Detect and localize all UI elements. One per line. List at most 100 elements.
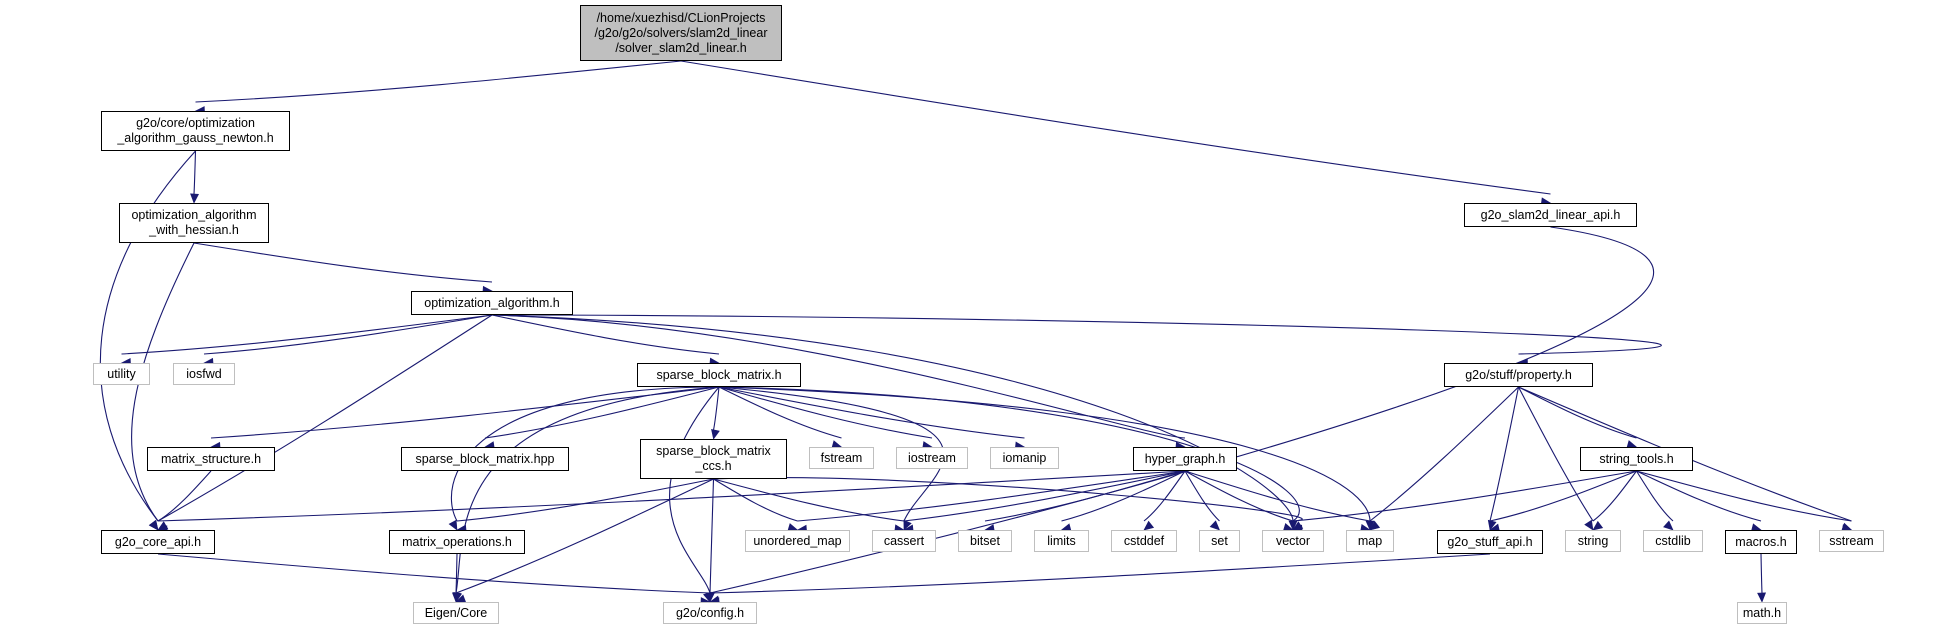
- node-label: g2o/stuff/property.h: [1465, 367, 1572, 382]
- node-cstddef[interactable]: cstddef: [1111, 530, 1177, 552]
- edge-stringtools-to-sstream: [1636, 470, 1852, 522]
- edge-oa-to-sbm: [491, 314, 720, 355]
- node-solver-slam2d-linear-h: /home/xuezhisd/CLionProjects /g2o/g2o/so…: [580, 5, 782, 61]
- node-sparse-block-matrix-ccs-h[interactable]: sparse_block_matrix _ccs.h: [640, 439, 787, 479]
- edge-sbmccs-to-config: [709, 478, 715, 594]
- edge-hg-to-set: [1184, 470, 1220, 522]
- node-hyper-graph-h[interactable]: hyper_graph.h: [1133, 447, 1237, 471]
- edge-stringtools-to-stuffapi: [1489, 470, 1637, 522]
- node-label: /home/xuezhisd/CLionProjects /g2o/g2o/so…: [594, 10, 768, 55]
- edge-hg-to-umap: [797, 470, 1186, 522]
- node-label: iomanip: [1002, 450, 1047, 465]
- edge-root-to-gn: [195, 60, 682, 103]
- node-g2o-slam2d-linear-api-h[interactable]: g2o_slam2d_linear_api.h: [1464, 203, 1637, 227]
- arrowhead-sbm-to-cassert: [903, 519, 912, 531]
- node-matrix-structure-h[interactable]: matrix_structure.h: [147, 447, 275, 471]
- node-math-h[interactable]: math.h: [1737, 602, 1787, 624]
- edge-slam2dapi-to-config: [709, 226, 1655, 594]
- node-sparse-block-matrix-h[interactable]: sparse_block_matrix.h: [637, 363, 801, 387]
- edge-mo-to-eigen: [455, 553, 458, 594]
- node-label: set: [1211, 533, 1228, 548]
- node-label: utility: [107, 366, 136, 381]
- node-label: bitset: [970, 533, 1000, 548]
- node-label: math.h: [1742, 605, 1782, 620]
- node-fstream[interactable]: fstream: [809, 447, 874, 469]
- node-label: limits: [1047, 533, 1076, 548]
- edge-property-to-stringtools: [1518, 386, 1637, 439]
- edge-hg-to-cstddef: [1143, 470, 1186, 522]
- node-iomanip[interactable]: iomanip: [990, 447, 1059, 469]
- edge-sbmccs-to-vector: [713, 477, 1303, 522]
- node-label: optimization_algorithm.h: [424, 295, 560, 310]
- node-string-tools-h[interactable]: string_tools.h: [1580, 447, 1693, 471]
- edge-macros-to-mathh: [1760, 553, 1763, 594]
- node-set[interactable]: set: [1199, 530, 1240, 552]
- node-iosfwd[interactable]: iosfwd: [173, 363, 235, 385]
- node-cstdlib[interactable]: cstdlib: [1643, 530, 1703, 552]
- node-label: matrix_structure.h: [160, 451, 262, 466]
- arrowhead-property-to-stuffapi: [1487, 519, 1497, 531]
- edge-ms-to-coreapi: [157, 470, 212, 522]
- edge-oawh-to-coreapi: [131, 242, 195, 522]
- node-label: string_tools.h: [1599, 451, 1674, 466]
- arrowhead-mo-to-eigen: [451, 592, 461, 603]
- node-label: g2o_core_api.h: [114, 534, 202, 549]
- node-sparse-block-matrix-hpp[interactable]: sparse_block_matrix.hpp: [401, 447, 569, 471]
- node-label: g2o/core/optimization _algorithm_gauss_n…: [117, 116, 274, 145]
- edge-hg-to-coreapi: [157, 470, 1186, 522]
- node-label: string: [1577, 533, 1609, 548]
- node-label: g2o_stuff_api.h: [1447, 534, 1533, 549]
- node-g2o-stuff-property-h[interactable]: g2o/stuff/property.h: [1444, 363, 1593, 387]
- node-matrix-operations-h[interactable]: matrix_operations.h: [389, 530, 525, 554]
- edge-sbm-to-mo: [450, 386, 720, 522]
- node-label: iosfwd: [186, 366, 222, 381]
- node-bitset[interactable]: bitset: [958, 530, 1012, 552]
- edge-root-to-slam2dapi: [680, 60, 1551, 195]
- edge-oa-to-coreapi: [157, 314, 493, 522]
- node-g2o-config-h[interactable]: g2o/config.h: [663, 602, 757, 624]
- node-vector[interactable]: vector: [1262, 530, 1324, 552]
- node-unordered-map[interactable]: unordered_map: [745, 530, 850, 552]
- edge-property-to-stuffapi: [1489, 386, 1520, 522]
- edge-sbmccs-to-eigen: [455, 478, 714, 594]
- edge-gn-to-coreapi: [99, 150, 196, 522]
- node-label: macros.h: [1735, 534, 1787, 549]
- node-eigen-core[interactable]: Eigen/Core: [413, 602, 499, 624]
- edge-sbm-to-config: [669, 386, 720, 594]
- arrowhead-property-to-string: [1584, 519, 1594, 531]
- node-g2o-stuff-api-h[interactable]: g2o_stuff_api.h: [1437, 530, 1543, 554]
- edge-sbm-to-iomanip: [718, 386, 1025, 439]
- arrowhead-macros-to-mathh: [1757, 592, 1767, 603]
- edge-stringtools-to-cstdlib: [1636, 470, 1674, 522]
- node-optimization-algorithm-h[interactable]: optimization_algorithm.h: [411, 291, 573, 315]
- node-cassert[interactable]: cassert: [872, 530, 936, 552]
- edge-sbm-to-map: [718, 386, 1371, 522]
- arrowhead-stringtools-to-string: [1592, 520, 1604, 531]
- node-label: iostream: [908, 450, 956, 465]
- edge-coreapi-to-config: [157, 553, 711, 594]
- node-map[interactable]: map: [1346, 530, 1394, 552]
- edge-sbmccs-to-cassert: [713, 478, 905, 522]
- edge-property-to-string: [1518, 386, 1594, 522]
- node-utility[interactable]: utility: [93, 363, 150, 385]
- edge-sbm-to-sbmccs: [712, 386, 720, 431]
- node-limits[interactable]: limits: [1034, 530, 1089, 552]
- arrowhead-gn-to-oawh: [190, 193, 199, 204]
- node-macros-h[interactable]: macros.h: [1725, 530, 1797, 554]
- node-iostream[interactable]: iostream: [896, 447, 968, 469]
- node-optimization-algorithm-gauss-newton-h[interactable]: g2o/core/optimization _algorithm_gauss_n…: [101, 111, 290, 151]
- node-optimization-algorithm-with-hessian-h[interactable]: optimization_algorithm _with_hessian.h: [119, 203, 269, 243]
- node-sstream[interactable]: sstream: [1819, 530, 1884, 552]
- node-label: g2o/config.h: [675, 605, 745, 620]
- edge-property-to-map: [1369, 386, 1519, 522]
- arrowhead-sbm-to-sbmccs: [711, 428, 720, 440]
- node-g2o-core-api-h[interactable]: g2o_core_api.h: [101, 530, 215, 554]
- node-label: cstdlib: [1655, 533, 1691, 548]
- edge-oa-to-hg: [491, 314, 1186, 439]
- edge-gn-to-oawh: [193, 150, 197, 195]
- node-string[interactable]: string: [1565, 530, 1621, 552]
- arrowhead-sbm-to-mo: [448, 519, 458, 531]
- edge-stringtools-to-string: [1592, 470, 1637, 522]
- arrowhead-oawh-to-coreapi: [148, 519, 159, 531]
